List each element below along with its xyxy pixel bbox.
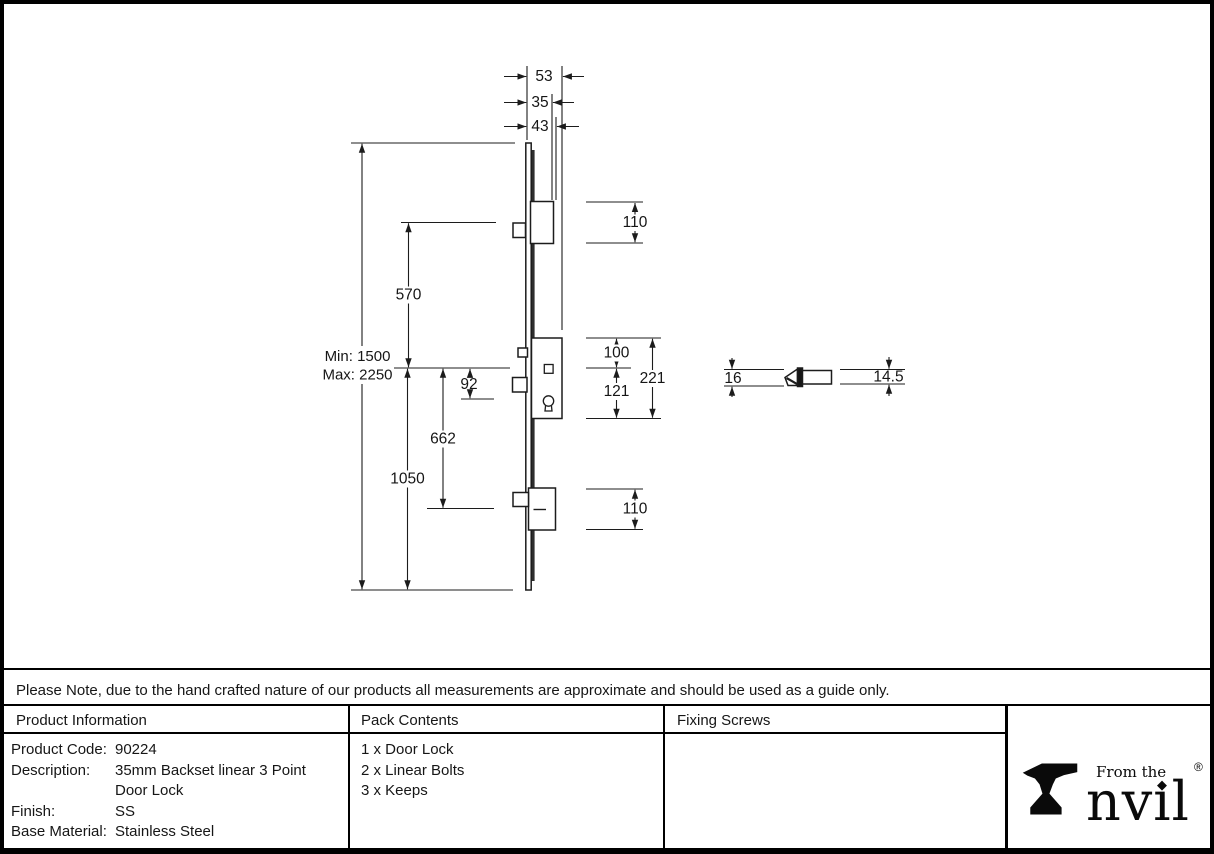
dim-14-5-label: 14.5 [873, 369, 903, 386]
header-fixing-screws: Fixing Screws [677, 712, 771, 729]
dim-16-label: 16 [724, 370, 741, 387]
logo-nv: nv [1086, 770, 1154, 833]
dim-53: 53 [504, 68, 584, 85]
description-label-2 [11, 782, 115, 799]
dim-35-label: 35 [531, 94, 548, 111]
dim-16: 16 [724, 358, 742, 397]
table-border-header [4, 732, 1006, 734]
product-code-label: Product Code: [11, 741, 107, 758]
dim-662: 662 [428, 368, 458, 508]
keep-body [801, 369, 833, 385]
pack-item-keeps: 3 x Keeps [361, 782, 428, 799]
dim-min-max: Min: 1500 Max: 2250 [322, 143, 394, 590]
dim-100: 100 [601, 338, 632, 368]
technical-drawing: 53 35 43 Min: 1500 Max: 2250 [322, 66, 905, 591]
table-divider-logo [1005, 706, 1008, 848]
logo-l: l [1171, 770, 1190, 833]
dim-110-bottom: 110 [621, 489, 649, 529]
bottom-bolt-housing [527, 487, 557, 531]
disclaimer-note: Please Note, due to the hand crafted nat… [16, 682, 890, 699]
dim-1050: 1050 [390, 368, 425, 590]
dim-1050-label: 1050 [390, 471, 425, 488]
dim-43: 43 [504, 118, 579, 135]
table-divider-1 [348, 706, 350, 848]
lock-case [511, 337, 563, 420]
dim-121: 121 [601, 368, 632, 418]
dim-max-label: Max: 2250 [322, 367, 392, 384]
dim-min-label: Min: 1500 [325, 348, 391, 365]
dim-121-label: 121 [604, 383, 630, 400]
description-value: 35mm Backset linear 3 Point [115, 761, 306, 779]
logo-i: ı◆ [1153, 770, 1172, 833]
base-material-value: Stainless Steel [115, 823, 215, 840]
registered-mark: ® [1194, 760, 1203, 774]
logo-wordmark: nvı◆l [1086, 774, 1190, 830]
bottom-bolt-assembly [512, 487, 557, 531]
header-product-information: Product Information [16, 712, 147, 729]
keep-side-view [784, 367, 833, 388]
logo-from-the: From the [1096, 763, 1167, 781]
top-bolt-housing [529, 200, 555, 245]
pack-item-linear-bolts: 2 x Linear Bolts [361, 761, 465, 779]
dim-221: 221 [637, 338, 668, 418]
dim-14-5: 14.5 [873, 357, 904, 396]
dim-43-label: 43 [531, 118, 548, 135]
finish-label: Finish: [11, 802, 56, 820]
table-divider-2 [663, 706, 665, 848]
top-bolt-assembly [512, 200, 555, 245]
pack-item-door-lock: 1 x Door Lock [361, 741, 454, 758]
latch [517, 347, 529, 358]
dim-570: 570 [394, 223, 423, 368]
dim-92-label: 92 [460, 376, 477, 393]
dimensions: 53 35 43 Min: 1500 Max: 2250 [322, 68, 904, 590]
deadbolt [511, 376, 528, 393]
description-row: Description: 35mm Backset linear 3 Point [11, 762, 306, 779]
bottom-bolt [512, 491, 530, 508]
base-material-label: Base Material: [11, 823, 107, 840]
diamond-tittle-icon: ◆ [1156, 778, 1168, 793]
dim-92: 92 [460, 368, 478, 399]
description-label: Description: [11, 761, 91, 779]
finish-row: Finish: SS [11, 803, 135, 820]
dim-110-top-label: 110 [623, 214, 648, 231]
top-bolt [512, 222, 527, 239]
product-code-value: 90224 [115, 741, 157, 758]
dim-110-bottom-label: 110 [623, 501, 648, 518]
anvil-icon [1022, 763, 1078, 815]
base-material-row: Base Material: Stainless Steel [11, 823, 214, 840]
dim-570-label: 570 [396, 287, 422, 304]
spindle-hole [543, 363, 554, 374]
description-row-2: Door Lock [11, 782, 183, 799]
dim-221-label: 221 [640, 370, 666, 387]
keep-wedge-shade [785, 377, 799, 386]
dim-110-top: 110 [621, 203, 649, 243]
description-value-2: Door Lock [115, 782, 184, 799]
table-border-top [0, 668, 1214, 670]
dim-53-label: 53 [535, 68, 552, 85]
product-code-row: Product Code: 90224 [11, 741, 157, 758]
table-border-note [0, 704, 1214, 706]
finish-value: SS [115, 802, 136, 820]
dim-35: 35 [504, 94, 574, 111]
euro-keyhole [542, 395, 555, 407]
dim-100-label: 100 [604, 345, 630, 362]
dim-662-label: 662 [430, 431, 456, 448]
header-pack-contents: Pack Contents [361, 712, 459, 729]
